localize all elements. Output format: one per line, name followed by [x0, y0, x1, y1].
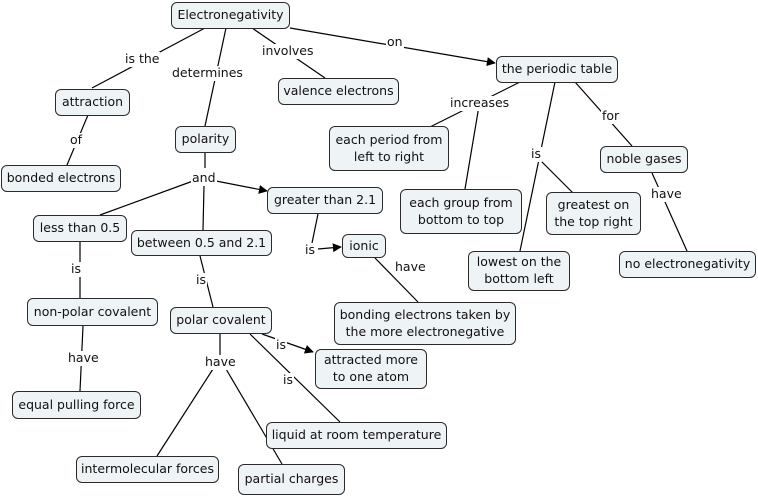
link-have-ionic: have	[394, 259, 427, 275]
concept-periodic-table: the periodic table	[496, 56, 618, 83]
concept-between: between 0.5 and 2.1	[131, 230, 272, 256]
link-for: for	[601, 108, 621, 124]
concept-electronegativity: Electronegativity	[171, 2, 290, 29]
concept-noble-gases: noble gases	[600, 146, 688, 173]
link-and: and	[191, 170, 217, 186]
link-have-noble: have	[650, 186, 683, 202]
concept-attracted-more: attracted more to one atom	[315, 349, 427, 389]
concept-polarity: polarity	[175, 126, 236, 153]
link-determines: determines	[171, 65, 244, 81]
link-have-nonpolar: have	[67, 350, 100, 366]
link-is-liquid: is	[282, 372, 294, 388]
concept-bonded-electrons: bonded electrons	[1, 165, 121, 192]
concept-intermolecular-forces: intermolecular forces	[76, 456, 219, 483]
concept-partial-charges: partial charges	[238, 464, 345, 495]
concept-bonding-electrons: bonding electrons taken by the more elec…	[334, 302, 516, 345]
link-of: of	[69, 132, 84, 148]
concept-attraction: attraction	[55, 89, 130, 116]
concept-liquid-room-temperature: liquid at room temperature	[266, 422, 447, 449]
link-is-polar: is	[195, 272, 207, 288]
concept-less-than: less than 0.5	[33, 215, 127, 242]
concept-each-period: each period from left to right	[329, 126, 449, 171]
link-have-polar: have	[204, 354, 237, 370]
link-increases: increases	[449, 95, 511, 111]
concept-no-electronegativity: no electronegativity	[619, 251, 756, 278]
concept-polar-covalent: polar covalent	[170, 307, 272, 334]
link-is-table: is	[530, 146, 542, 162]
link-on: on	[386, 34, 404, 50]
link-involves: involves	[261, 43, 315, 59]
link-is-nonpolar: is	[70, 261, 82, 277]
concept-lowest-bottom-left: lowest on the bottom left	[468, 251, 570, 291]
concept-valence-electrons: valence electrons	[278, 78, 399, 105]
concept-ionic: ionic	[342, 234, 386, 258]
concept-non-polar-covalent: non-polar covalent	[27, 298, 158, 326]
link-is-ionic: is	[304, 242, 316, 258]
link-is-the: is the	[124, 51, 161, 67]
link-is-attracted: is	[275, 337, 287, 353]
concept-equal-pulling-force: equal pulling force	[12, 391, 141, 419]
concept-each-group: each group from bottom to top	[400, 189, 522, 234]
concept-greater-than: greater than 2.1	[267, 187, 383, 214]
concept-greatest-top-right: greatest on the top right	[546, 192, 641, 235]
